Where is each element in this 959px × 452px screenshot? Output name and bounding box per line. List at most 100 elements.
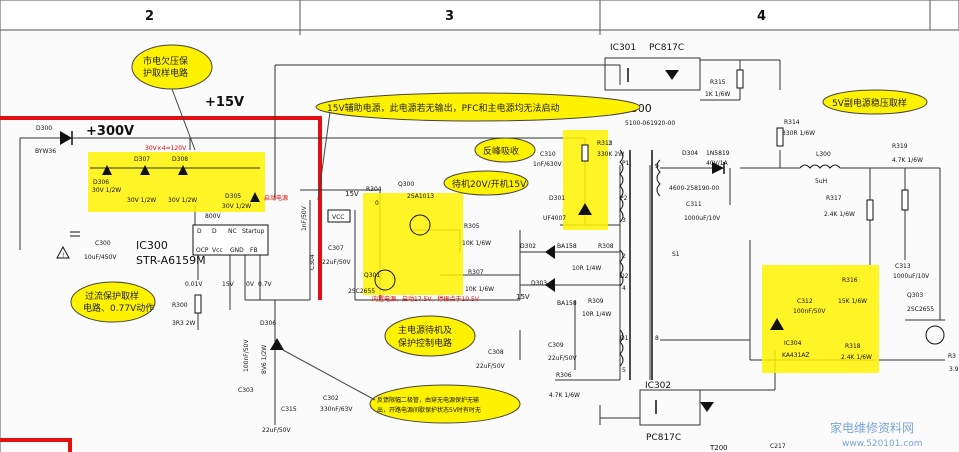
label-Q300: Q300 (398, 181, 414, 188)
label-C300-value: 10uF/450V (84, 254, 117, 261)
svg-text:电路、0.77V动作: 电路、0.77V动作 (83, 302, 154, 314)
label-D306: D306 (93, 179, 109, 186)
D300-diode: D300 BYW36 (35, 125, 73, 155)
transistor-icon (409, 214, 431, 236)
label-R318: R318 (845, 343, 861, 350)
callout-zener-note (369, 384, 521, 424)
lower-components: C308 22uF/50V C309 22uF/50V R306 4.7K 1/… (238, 320, 580, 434)
transformer-T300: T300 5100-061920-00 1 P1 P2 3 9 S1 2 D2 … (608, 102, 680, 380)
label-R305-value: 10K 1/6W (462, 240, 491, 247)
label-R300: R300 (172, 302, 188, 309)
transistor-icon (374, 269, 396, 291)
svg-text:过流保护取样: 过流保护取样 (85, 290, 139, 302)
zener-diode-icon (250, 192, 260, 202)
label-D303: D303 (531, 280, 547, 287)
label-C315: C315 (281, 406, 297, 413)
label-R306: R306 (556, 372, 572, 379)
grid-col-4: 4 (757, 9, 766, 24)
svg-text:NC: NC (228, 228, 237, 235)
label-R306-value: 4.7K 1/6W (549, 392, 580, 399)
label-IC300: IC300 (136, 239, 168, 252)
label-R309: R309 (588, 298, 604, 305)
svg-text:保护控制电路: 保护控制电路 (398, 337, 452, 349)
callout-mains-protect (131, 44, 213, 90)
label-D1: D1 (620, 335, 629, 342)
label-C309: C309 (548, 342, 564, 349)
vcc-block: 1nF/50V C304 VCC C307 22uF/50V 15V (301, 190, 359, 270)
label-Q303-part: 2SC2655 (907, 306, 934, 313)
zener-diode-icon (140, 165, 150, 175)
svg-text:FB: FB (250, 247, 258, 254)
edge-label-r3: R3 (948, 353, 956, 360)
startup-note: 内置电源，启动17.5V，停振点于10.5V (372, 295, 480, 303)
label-D302: D302 (520, 243, 536, 250)
C300-cap: C300 10uF/450V ! (56, 231, 117, 261)
standby-diodes: D302 BA158 D303 BA158 R308 10R 1/4W R309… (516, 243, 614, 318)
label-C309-value: 22uF/50V (548, 355, 578, 362)
tap-4: 4 (622, 285, 626, 292)
label-C307: C307 (328, 245, 344, 252)
label-D306b: D306 (260, 320, 276, 327)
zener-string-highlight (88, 152, 265, 212)
svg-text:出，开路电源间歇保护状态5V时有时无: 出，开路电源间歇保护状态5V时有时无 (377, 406, 481, 414)
label-C303: C303 (238, 387, 254, 394)
label-C308-value: 22uF/50V (476, 363, 506, 370)
label-Q301-part: 2SC2655 (348, 288, 375, 295)
region-outlines (604, 57, 701, 426)
tap-5: 5 (622, 367, 626, 374)
label-R305: R305 (464, 223, 480, 230)
label-R317-value: 2.4K 1/6W (824, 211, 855, 218)
label-P2: P2 (620, 195, 628, 202)
label-D308: D308 (172, 156, 188, 163)
callout-regulator (822, 89, 928, 115)
svg-text:5V副电源稳压取样: 5V副电源稳压取样 (832, 97, 907, 109)
label-C308: C308 (488, 349, 504, 356)
label-R304-value: 0 (375, 200, 379, 207)
edge-label-39: 3.9 (949, 366, 959, 373)
z2-rating: 30V 1/2W (127, 197, 156, 204)
label-D305: D305 (225, 193, 241, 200)
label-C311-value: 1000uF/10V (684, 215, 721, 222)
control-transistor-highlight (363, 193, 463, 295)
svg-text:www.520101.com: www.520101.com (842, 439, 923, 449)
label-C315-value: 22uF/50V (262, 427, 292, 434)
callout-aux-supply (315, 92, 641, 122)
svg-text:OCP: OCP (196, 247, 209, 254)
label-R313-value: 330K 2W (597, 151, 624, 158)
label-D307: D307 (134, 156, 150, 163)
zener-diode-icon (178, 165, 188, 175)
label-R314-value: 330R 1/6W (782, 130, 815, 137)
pin-voltage-15v: 15V (222, 281, 235, 288)
label-R308-value: 10R 1/4W (572, 265, 601, 272)
label-IC300-part: STR-A6159M (136, 254, 206, 267)
watermark: 家电维修资料网 www.520101.com (830, 420, 923, 449)
label-R315-value: 1K 1/6W (705, 91, 730, 98)
callout-snubber (474, 137, 536, 163)
label-C310: C310 (540, 151, 556, 158)
tap-3: 3 (622, 217, 626, 224)
label-IC301: IC301 (610, 43, 636, 53)
label-P1: P1 (622, 160, 630, 167)
pin-voltage-0v: 0V (246, 281, 255, 288)
tap-8: 8 (655, 335, 659, 342)
svg-text:D: D (212, 228, 217, 235)
secondary-5v: R315 1K 1/6W R314 330R 1/6W D304 1N5819 … (669, 69, 959, 452)
warning-icon (56, 245, 70, 259)
svg-text:反馈限幅二极管，由穿无电源保护无输: 反馈限幅二极管，由穿无电源保护无输 (377, 396, 479, 404)
label-L300-value: 5uH (815, 178, 827, 185)
callouts: 市电欠压保 护取样电路 15V辅助电源，此电源若无输出，PFC和主电源均无法启动… (70, 44, 928, 424)
label-R307: R307 (468, 269, 484, 276)
zener-sum-note: 30V×4=120V (145, 145, 187, 152)
label-IC302: IC302 (645, 381, 671, 391)
red-rails (0, 116, 322, 452)
pin-voltage-800v: 800V (205, 213, 221, 220)
svg-text:家电维修资料网: 家电维修资料网 (830, 420, 914, 435)
transistor-icon (925, 325, 945, 345)
label-C300: C300 (95, 240, 111, 247)
rail-300v: +300V (86, 124, 134, 139)
label-Q300-part: 2SA1013 (407, 193, 434, 200)
led-icon (665, 70, 679, 80)
callout-main-ctrl (384, 315, 476, 357)
label-C307-value: 22uF/50V (322, 259, 352, 266)
